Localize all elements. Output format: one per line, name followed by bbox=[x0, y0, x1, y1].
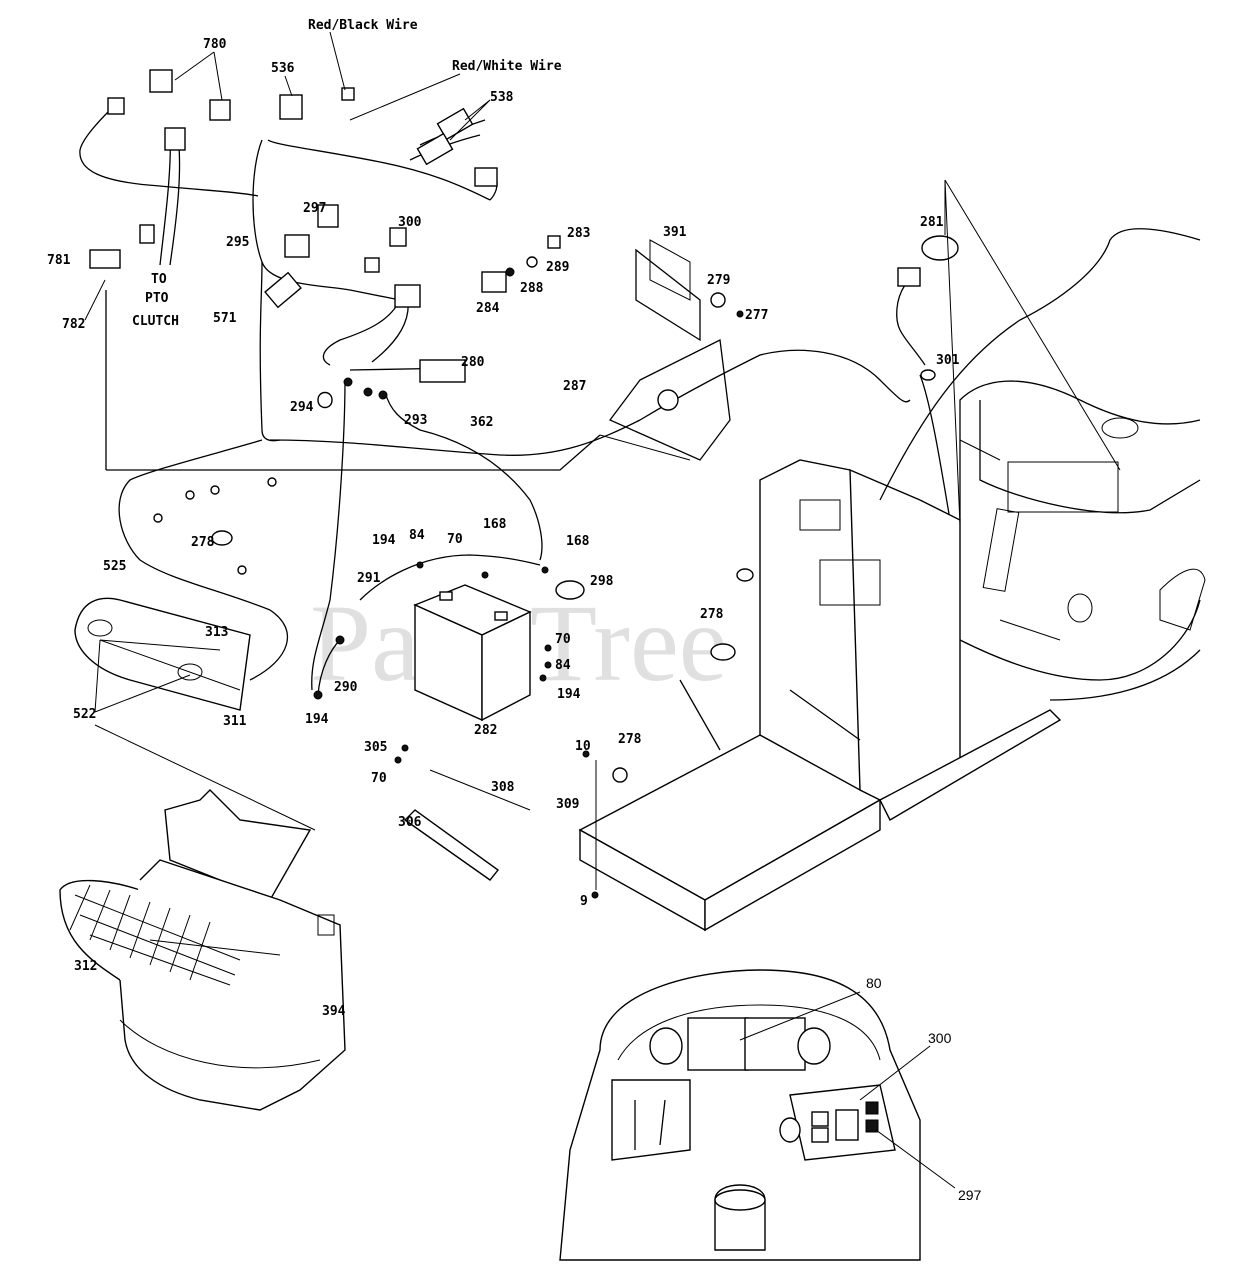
callout-295: 295 bbox=[226, 235, 249, 250]
ignition-bracket bbox=[599, 339, 731, 461]
callout-780: 780 bbox=[203, 37, 227, 52]
battery bbox=[413, 580, 585, 722]
callout-538: 538 bbox=[490, 90, 514, 105]
callout-281: 281 bbox=[920, 215, 944, 230]
callout-300-dash: 300 bbox=[928, 1030, 952, 1046]
callout-311: 311 bbox=[223, 714, 247, 729]
headlight-panel bbox=[74, 597, 251, 711]
callout-194-bottom: 194 bbox=[305, 712, 329, 727]
pto-label: PTO bbox=[145, 291, 169, 306]
callout-280: 280 bbox=[461, 355, 485, 370]
callout-362: 362 bbox=[470, 415, 493, 430]
callout-306: 306 bbox=[398, 815, 422, 830]
bracket-306 bbox=[394, 744, 531, 881]
callout-287: 287 bbox=[563, 379, 586, 394]
callout-312: 312 bbox=[74, 959, 97, 974]
callout-70-bottom: 70 bbox=[371, 771, 387, 786]
clutch-label: CLUTCH bbox=[132, 314, 179, 329]
chassis-frame bbox=[578, 459, 1062, 932]
callout-284: 284 bbox=[476, 301, 500, 316]
callout-70-top: 70 bbox=[447, 532, 463, 547]
callout-282: 282 bbox=[474, 723, 497, 738]
callout-84-mid: 84 bbox=[555, 658, 571, 673]
red-black-wire-label: Red/Black Wire bbox=[308, 18, 418, 33]
callout-294: 294 bbox=[290, 400, 314, 415]
callout-522: 522 bbox=[73, 707, 96, 722]
callout-308: 308 bbox=[491, 780, 515, 795]
callout-10: 10 bbox=[575, 739, 591, 754]
callout-301: 301 bbox=[936, 353, 960, 368]
callout-194-top: 194 bbox=[372, 533, 396, 548]
callout-9: 9 bbox=[580, 894, 588, 909]
callout-305: 305 bbox=[364, 740, 387, 755]
callout-289: 289 bbox=[546, 260, 569, 275]
callout-536: 536 bbox=[271, 61, 295, 76]
callout-781: 781 bbox=[47, 253, 71, 268]
dash-console bbox=[559, 969, 956, 1261]
callout-291: 291 bbox=[357, 571, 381, 586]
callout-278-bottom: 278 bbox=[618, 732, 642, 747]
callout-84-top: 84 bbox=[409, 528, 425, 543]
callout-297-dash: 297 bbox=[958, 1187, 982, 1203]
callout-194-mid: 194 bbox=[557, 687, 581, 702]
callout-571: 571 bbox=[213, 311, 237, 326]
callout-394: 394 bbox=[322, 1004, 346, 1019]
callout-277: 277 bbox=[745, 308, 768, 323]
callout-283: 283 bbox=[567, 226, 590, 241]
wire-harness bbox=[79, 69, 959, 700]
callout-279: 279 bbox=[707, 273, 730, 288]
callout-290: 290 bbox=[334, 680, 358, 695]
callout-168-right: 168 bbox=[566, 534, 590, 549]
callout-278-left: 278 bbox=[191, 535, 215, 550]
callout-168-left: 168 bbox=[483, 517, 507, 532]
callout-391: 391 bbox=[663, 225, 687, 240]
callout-297-top: 297 bbox=[303, 201, 326, 216]
callout-782: 782 bbox=[62, 317, 85, 332]
leader-281 bbox=[944, 179, 1121, 526]
rear-body bbox=[879, 228, 1206, 701]
callout-70-mid: 70 bbox=[555, 632, 571, 647]
callout-525: 525 bbox=[103, 559, 126, 574]
callout-293: 293 bbox=[404, 413, 427, 428]
callout-278-mid: 278 bbox=[700, 607, 724, 622]
callouts: 780 536 538 297 300 283 289 288 284 295 … bbox=[47, 37, 982, 1203]
bracket-391 bbox=[635, 239, 701, 342]
callout-300-top: 300 bbox=[398, 215, 422, 230]
callout-298: 298 bbox=[590, 574, 614, 589]
callout-313: 313 bbox=[205, 625, 228, 640]
callout-288: 288 bbox=[520, 281, 544, 296]
to-label: TO bbox=[151, 272, 167, 287]
hood bbox=[59, 789, 346, 1111]
callout-80: 80 bbox=[866, 975, 882, 991]
callout-309: 309 bbox=[556, 797, 579, 812]
red-white-wire-label: Red/White Wire bbox=[452, 59, 562, 74]
